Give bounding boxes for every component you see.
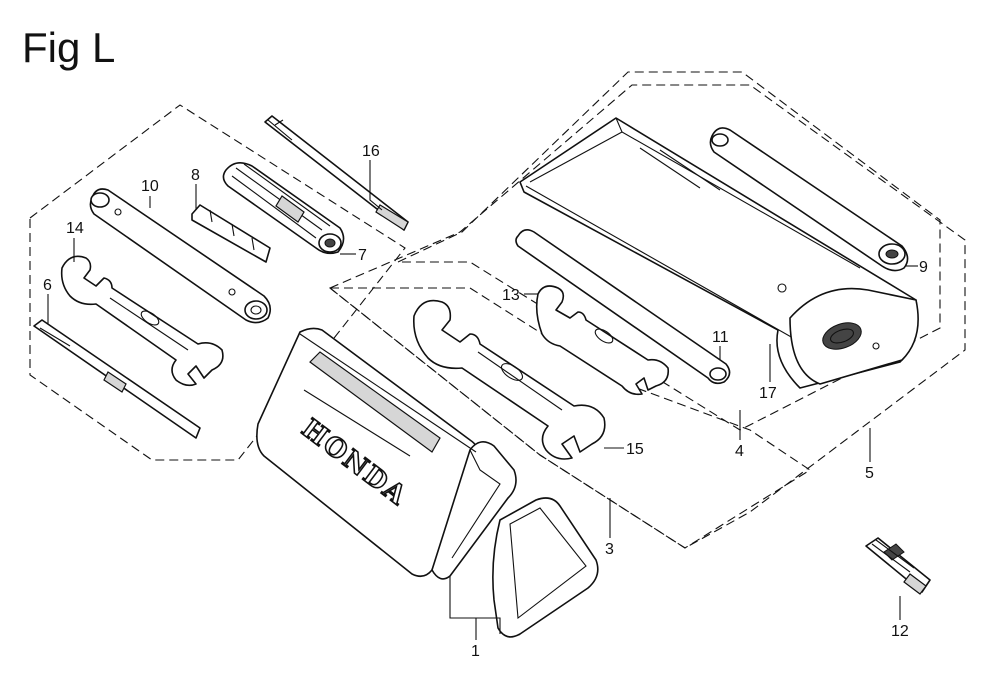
callout-6: 6	[43, 277, 52, 294]
part-12-spark-plug	[865, 537, 931, 595]
callout-4: 4	[735, 443, 744, 460]
callout-12: 12	[891, 623, 909, 640]
part-15-wrench	[412, 299, 606, 460]
callout-14: 14	[66, 220, 84, 237]
callout-8: 8	[191, 167, 200, 184]
callout-17: 17	[759, 385, 777, 402]
group-outline-kit	[328, 84, 966, 549]
part-3-tool-bag: HONDA	[256, 327, 517, 580]
callout-16: 16	[362, 143, 380, 160]
group-outline-left-tools	[29, 104, 406, 461]
leader-lines	[47, 160, 918, 640]
callout-11: 11	[712, 329, 729, 346]
callout-10: 10	[141, 178, 159, 195]
part-11-tube	[515, 228, 731, 385]
part-1-pouch	[492, 497, 599, 638]
part-13-wrench	[535, 285, 670, 396]
part-8-screwdriver-bit	[191, 204, 271, 263]
callout-5: 5	[865, 465, 874, 482]
callout-13: 13	[502, 287, 520, 304]
callout-3: 3	[605, 541, 614, 558]
part-7-screwdriver-handle	[222, 162, 345, 255]
callout-9: 9	[919, 259, 928, 276]
callout-7: 7	[358, 247, 367, 264]
callout-15: 15	[626, 441, 644, 458]
callout-1: 1	[471, 643, 480, 660]
part-10-box-wrench	[89, 188, 272, 324]
part-14-wrench	[60, 255, 224, 387]
part-9-box-wrench	[709, 127, 909, 272]
part-6-screwdriver	[33, 319, 201, 439]
figure-title: Fig L	[22, 24, 115, 71]
part-17-tool-case	[519, 117, 919, 389]
